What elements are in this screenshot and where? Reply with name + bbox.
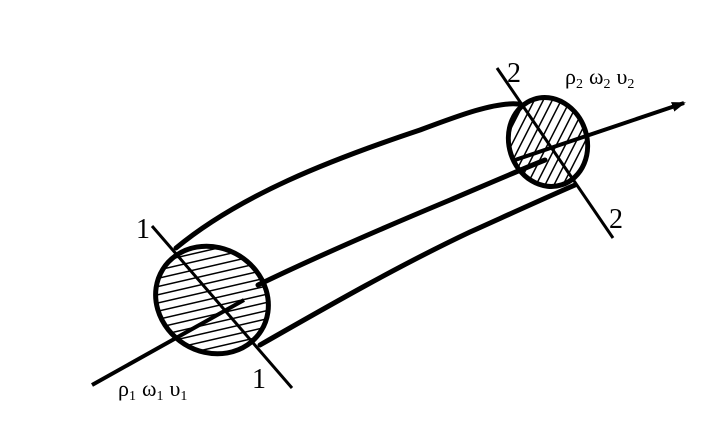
inlet-section-line [150, 225, 294, 389]
inlet-cross-section [153, 243, 271, 357]
outlet-section [495, 67, 686, 239]
section-label-inlet-top: 1 [136, 214, 150, 245]
inlet-flow-arrow [91, 298, 245, 387]
outlet-velocity: υ [616, 64, 627, 89]
outlet-area: ω [589, 64, 603, 89]
outlet-flow-arrow [514, 101, 686, 162]
inlet-area: ω [142, 376, 156, 401]
outlet-area-sub: 2 [603, 77, 610, 92]
tube-bottom-wall [257, 182, 578, 348]
outlet-density-sub: 2 [576, 77, 583, 92]
tube-top-wall [173, 101, 521, 251]
tube-middle-wall [255, 157, 548, 288]
section-label-outlet-bottom: 2 [609, 204, 623, 235]
inlet-density: ρ [118, 376, 129, 401]
inlet-density-sub: 1 [129, 389, 136, 404]
section-label-inlet-bottom: 1 [252, 364, 266, 395]
outlet-velocity-sub: 2 [627, 77, 634, 92]
inlet-area-sub: 1 [156, 389, 163, 404]
outlet-density: ρ [565, 64, 576, 89]
inlet-velocity-sub: 1 [180, 389, 187, 404]
section-label-outlet-top: 2 [507, 58, 521, 89]
inlet-section [91, 225, 294, 389]
inlet-velocity: υ [169, 376, 180, 401]
outlet-section-line [495, 67, 615, 239]
